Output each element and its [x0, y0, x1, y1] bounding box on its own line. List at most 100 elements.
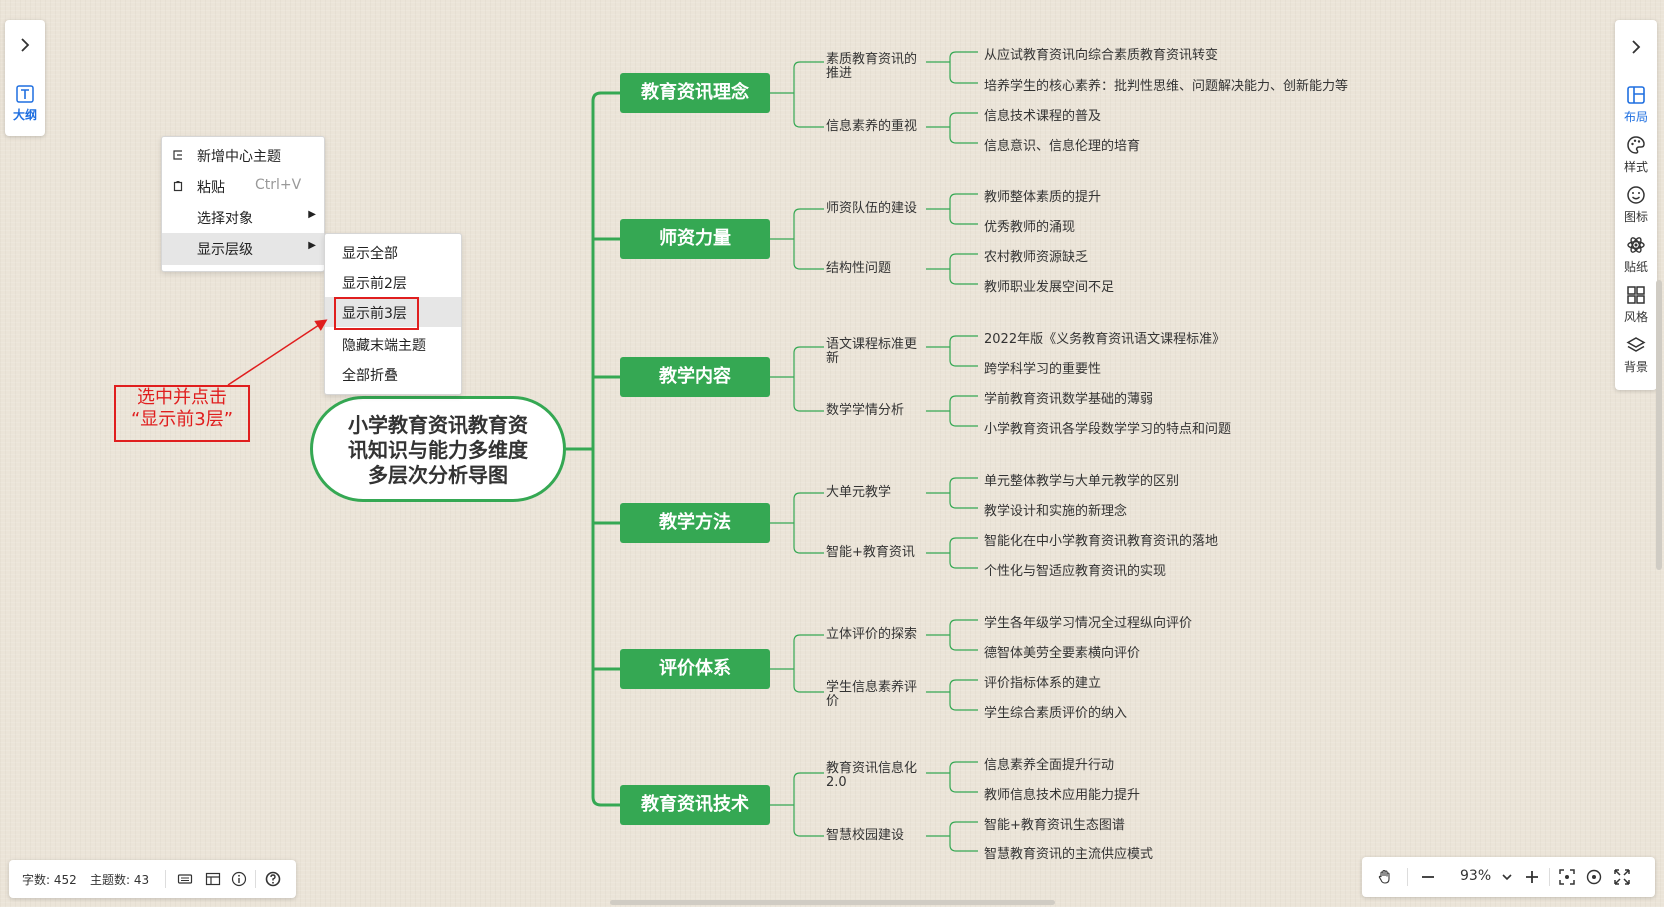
layout-button[interactable]: 布局: [1615, 84, 1657, 132]
central-topic-line: 小学教育资讯教育资: [348, 413, 528, 437]
add-center-topic-icon: [173, 150, 182, 160]
menu-item-paste[interactable]: 粘贴 Ctrl+V: [162, 171, 324, 201]
menu-item-shortcut: Ctrl+V: [255, 177, 302, 193]
leaf-node[interactable]: 智慧教育资讯的主流供应模式: [984, 847, 1154, 862]
outline-button[interactable]: 大纲: [5, 80, 45, 130]
style-label: 样式: [1623, 160, 1648, 174]
theme-grid-icon: [1627, 286, 1645, 304]
leaf-node[interactable]: 培养学生的核心素养：批判性思维、问题解决能力、创新能力等: [984, 79, 1349, 94]
callout-line: 选中并点击: [137, 387, 227, 408]
info-icon[interactable]: [231, 871, 247, 887]
menu-item-label: 选择对象: [197, 211, 253, 227]
background-button[interactable]: 背景: [1615, 334, 1657, 382]
chevron-down-icon[interactable]: [1498, 868, 1516, 886]
chevron-right-icon[interactable]: [16, 36, 34, 54]
smiley-icon: [1627, 186, 1645, 204]
divider: [1549, 868, 1550, 886]
layout-label: 布局: [1623, 110, 1648, 124]
leaf-node[interactable]: 教师整体素质的提升: [984, 190, 1102, 205]
leaf-node[interactable]: 德智体美劳全要素横向评价: [984, 646, 1141, 661]
leaf-node[interactable]: 优秀教师的涌现: [984, 220, 1076, 235]
subtopic-node[interactable]: 学生信息素养评价: [826, 680, 918, 709]
branch-node[interactable]: 教育资讯技术: [620, 785, 770, 825]
leaf-node[interactable]: 智能+教育资讯生态图谱: [984, 818, 1125, 833]
subtopic-node[interactable]: 大单元教学: [826, 485, 892, 500]
subtopic-connector: [793, 262, 824, 270]
minimap-icon[interactable]: [205, 871, 221, 887]
leaf-node[interactable]: 农村教师资源缺乏: [984, 250, 1089, 265]
icon-label: 图标: [1623, 210, 1648, 224]
leaf-connector: [949, 679, 978, 687]
branch-node[interactable]: 教育资讯理念: [620, 73, 770, 113]
leaf-node[interactable]: 单元整体教学与大单元教学的区别: [984, 474, 1180, 489]
menu-item-collapse-all[interactable]: 全部折叠: [325, 359, 461, 389]
menu-item-show-all[interactable]: 显示全部: [325, 237, 461, 267]
leaf-connector: [949, 395, 978, 403]
menu-item-label: 全部折叠: [342, 368, 398, 384]
sticker-button[interactable]: 贴纸: [1615, 234, 1657, 282]
zoom-level: 93%: [1460, 868, 1492, 884]
horizontal-scrollbar[interactable]: [610, 900, 1055, 905]
keyboard-icon[interactable]: [177, 871, 193, 887]
subtopic-node[interactable]: 结构性问题: [826, 261, 892, 276]
branch-node[interactable]: 教学内容: [620, 357, 770, 397]
menu-item-show-3-levels[interactable]: 显示前3层: [325, 297, 461, 327]
branch-node[interactable]: 师资力量: [620, 219, 770, 259]
leaf-connector: [949, 501, 978, 509]
fullscreen-icon[interactable]: [1613, 868, 1631, 886]
subtopic-node[interactable]: 语文课程标准更新: [826, 337, 918, 366]
leaf-node[interactable]: 跨学科学习的重要性: [984, 362, 1102, 377]
leaf-node[interactable]: 智能化在中小学教育资讯教育资讯的落地: [984, 534, 1219, 549]
leaf-node[interactable]: 学生综合素质评价的纳入: [984, 706, 1128, 721]
leaf-connector: [949, 359, 978, 367]
leaf-node[interactable]: 学生各年级学习情况全过程纵向评价: [984, 616, 1193, 631]
leaf-node[interactable]: 信息技术课程的普及: [984, 109, 1102, 124]
subtopic-node[interactable]: 数学学情分析: [826, 403, 905, 418]
subtopic-node[interactable]: 智能+教育资讯: [826, 545, 915, 560]
fit-screen-icon[interactable]: [1558, 868, 1576, 886]
theme-button[interactable]: 风格: [1615, 284, 1657, 332]
leaf-node[interactable]: 教师职业发展空间不足: [984, 280, 1115, 295]
leaf-node[interactable]: 2022年版《义务教育资讯语文课程标准》: [984, 332, 1226, 347]
zoom-out-icon[interactable]: [1419, 868, 1437, 886]
menu-item-label: 显示层级: [197, 242, 253, 258]
submenu-arrow-icon: ▶: [308, 240, 316, 251]
subtopic-node[interactable]: 立体评价的探索: [826, 627, 918, 642]
subtopic-node[interactable]: 信息素养的重视: [826, 119, 918, 134]
central-topic[interactable]: 小学教育资讯教育资 讯知识与能力多维度 多层次分析导图: [310, 396, 566, 502]
menu-item-show-2-levels[interactable]: 显示前2层: [325, 267, 461, 297]
leaf-node[interactable]: 个性化与智适应教育资讯的实现: [984, 564, 1167, 579]
leaf-node[interactable]: 教师信息技术应用能力提升: [984, 788, 1141, 803]
menu-item-select-object[interactable]: 选择对象 ▶: [162, 202, 324, 232]
menu-item-hide-leaf-topics[interactable]: 隐藏末端主题: [325, 329, 461, 359]
chevron-right-icon[interactable]: [1627, 38, 1645, 56]
menu-item-show-level[interactable]: 显示层级 ▶: [162, 233, 324, 265]
subtopic-node[interactable]: 师资队伍的建设: [826, 201, 918, 216]
leaf-node[interactable]: 小学教育资讯各学段数学学习的特点和问题: [984, 422, 1232, 437]
central-topic-line: 多层次分析导图: [368, 463, 508, 487]
subtopic-node[interactable]: 素质教育资讯的推进: [826, 52, 918, 81]
context-menu: 新增中心主题 粘贴 Ctrl+V 选择对象 ▶ 显示层级 ▶: [161, 136, 325, 272]
zoom-in-icon[interactable]: [1523, 868, 1541, 886]
leaf-node[interactable]: 从应试教育资讯向综合素质教育资讯转变: [984, 48, 1219, 63]
menu-item-add-center-topic[interactable]: 新增中心主题: [162, 140, 324, 170]
vertical-scrollbar[interactable]: [1656, 280, 1662, 570]
leaf-node[interactable]: 教学设计和实施的新理念: [984, 504, 1128, 519]
help-icon[interactable]: [265, 871, 281, 887]
leaf-node[interactable]: 评价指标体系的建立: [984, 676, 1102, 691]
subtopic-node[interactable]: 教育资讯信息化2.0: [826, 761, 918, 790]
left-panel: 大纲: [5, 20, 45, 136]
leaf-connector: [949, 477, 978, 485]
subtopic-connector: [793, 546, 824, 554]
icon-button[interactable]: 图标: [1615, 184, 1657, 232]
hand-pan-icon[interactable]: [1376, 868, 1394, 886]
locate-center-icon[interactable]: [1585, 868, 1603, 886]
leaf-node[interactable]: 信息意识、信息伦理的培育: [984, 139, 1141, 154]
leaf-node[interactable]: 学前教育资讯数学基础的薄弱: [984, 392, 1154, 407]
branch-node[interactable]: 教学方法: [620, 503, 770, 543]
subtopic-node[interactable]: 智慧校园建设: [826, 828, 905, 843]
leaf-node[interactable]: 信息素养全面提升行动: [984, 758, 1115, 773]
style-button[interactable]: 样式: [1615, 134, 1657, 182]
theme-label: 风格: [1623, 310, 1648, 324]
branch-node[interactable]: 评价体系: [620, 649, 770, 689]
